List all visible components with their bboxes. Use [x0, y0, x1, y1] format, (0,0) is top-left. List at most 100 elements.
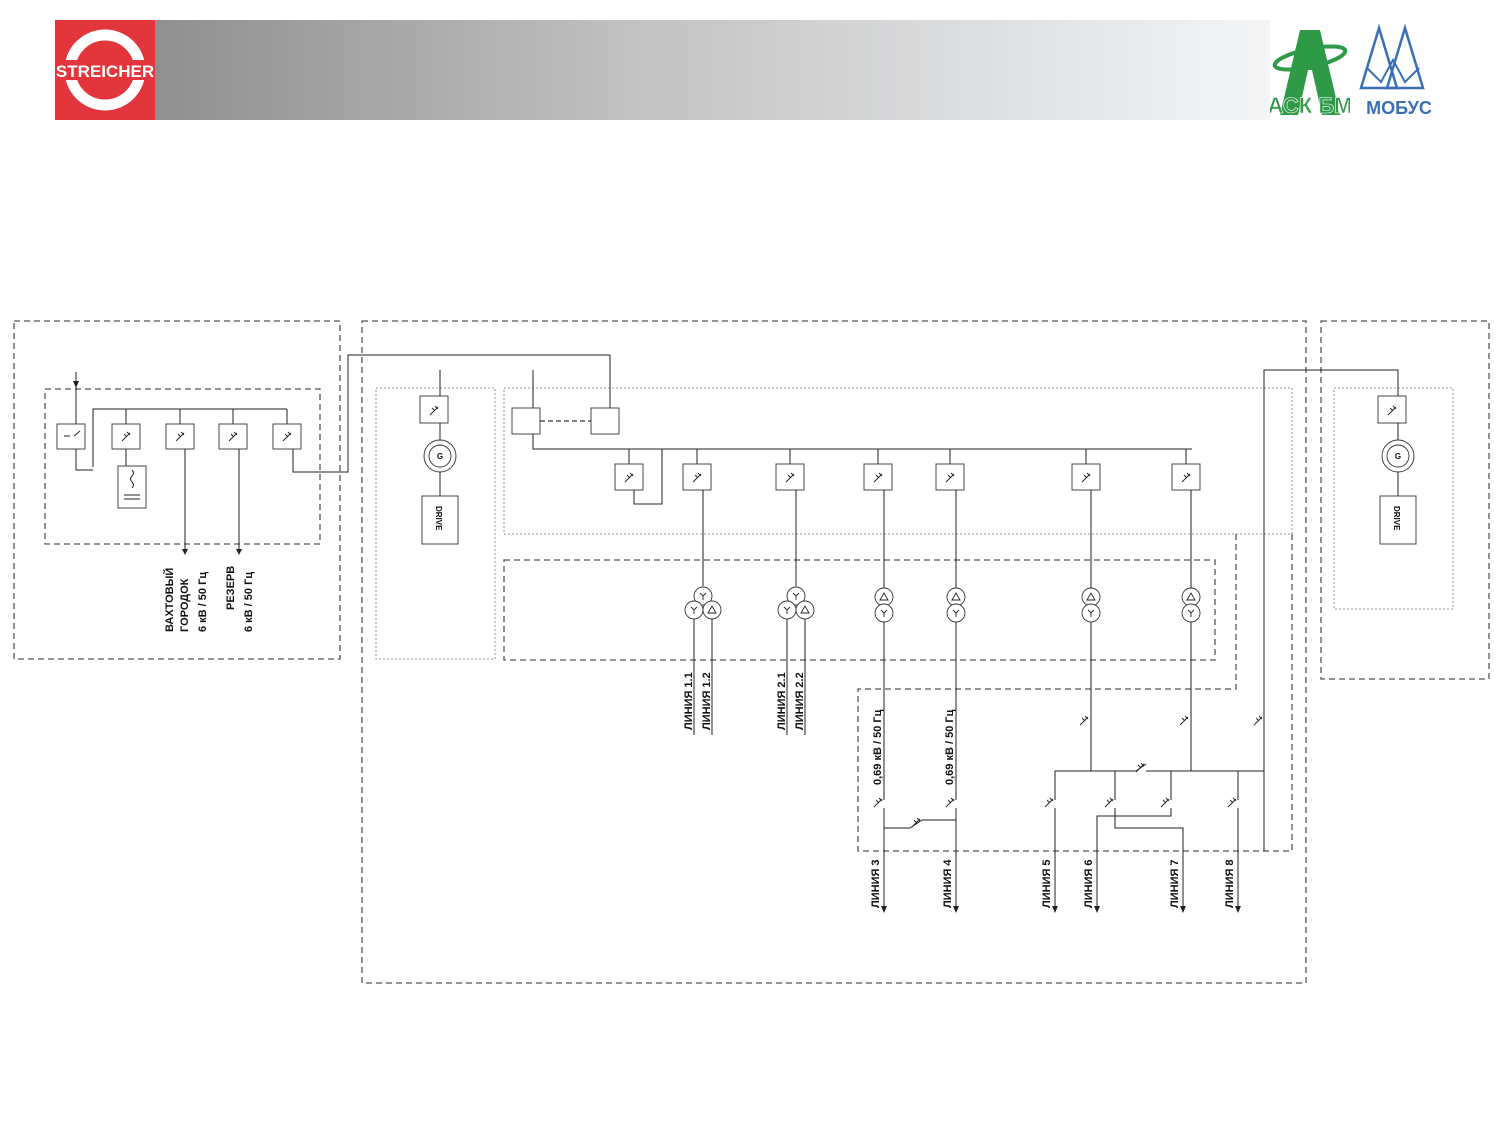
breaker-glyph — [911, 817, 921, 828]
breaker-glyph — [1081, 472, 1091, 483]
breaker-glyph — [1044, 797, 1054, 808]
arrow-l3 — [881, 906, 887, 913]
winding-symbols — [690, 592, 1196, 617]
breaker-glyph — [624, 472, 634, 483]
streicher-logo-text: STREICHER — [56, 62, 154, 81]
label-line-2-2: ЛИНИЯ 2.2 — [794, 672, 806, 730]
breaker-glyph — [945, 797, 955, 808]
mobus-logo-text: МОБУС — [1366, 98, 1432, 118]
mobus-logo-graphic: МОБУС — [1359, 23, 1432, 118]
delta-winding-icon — [951, 592, 961, 601]
streicher-logo-graphic: STREICHER — [56, 29, 154, 111]
breaker-glyph — [1387, 405, 1397, 416]
header-gradient-band — [155, 20, 1270, 120]
gen-2-feed — [1263, 369, 1399, 851]
arrow-l6 — [1094, 906, 1100, 913]
wye-winding-icon — [1187, 609, 1195, 617]
drive-2-label: DRIVE — [1392, 506, 1401, 531]
label-line-2-1: ЛИНИЯ 2.1 — [776, 672, 788, 730]
bus-coupler-loop — [633, 449, 663, 505]
main-bus — [532, 434, 1192, 450]
generator-2-inner-ring — [1386, 444, 1410, 468]
wye-winding-icon — [880, 609, 888, 617]
breaker-box — [165, 423, 195, 450]
wye-winding-icon — [792, 592, 800, 600]
breaker-glyph — [945, 472, 955, 483]
breaker-glyph — [121, 431, 131, 442]
breaker-glyph — [1079, 715, 1089, 726]
main-disconnector-1 — [511, 407, 541, 435]
feeder-2-arrow — [236, 549, 242, 555]
disconnector-mark-b — [73, 430, 81, 437]
lv-cross-6 — [1096, 808, 1172, 908]
main-disconnector-2 — [590, 407, 620, 435]
breaker-glyph — [1104, 797, 1114, 808]
breaker-glyph — [1253, 715, 1263, 726]
label-line-4: ЛИНИЯ 4 — [942, 859, 954, 908]
transformer-three-winding-1 — [684, 586, 722, 620]
wye-winding-icon — [690, 606, 698, 614]
breaker-glyph — [1135, 762, 1145, 773]
label-lv-3: 0,69 кВ / 50 Гц — [872, 709, 884, 785]
wye-winding-icon — [783, 606, 791, 614]
bus-link — [75, 449, 93, 471]
breaker-glyph — [692, 472, 702, 483]
breaker-glyph — [429, 405, 439, 416]
label-line-1-1: ЛИНИЯ 1.1 — [683, 672, 695, 730]
generator-2-label: G — [1395, 452, 1401, 461]
label-line-6: ЛИНИЯ 6 — [1083, 859, 1095, 908]
feeder-1-arrow — [182, 549, 188, 555]
lv-tie-3-4 — [884, 819, 956, 829]
generator-1-inner-ring — [428, 444, 452, 468]
section-right-frame — [1320, 320, 1490, 680]
feeder-1-label-line-2: ГОРОДОК — [179, 578, 191, 632]
header-bar: STREICHER АСК БМ МОБУС — [55, 20, 1445, 120]
feeder-1-label-line-1: ВАХТОВЫЙ — [163, 568, 176, 632]
inductor-coil — [130, 469, 134, 489]
lv-switchgear-frame — [857, 534, 1293, 852]
label-line-8: ЛИНИЯ 8 — [1224, 859, 1236, 908]
switchgear-main-frame — [503, 387, 1293, 535]
section-left-frame — [13, 320, 341, 660]
breaker-glyph — [785, 472, 795, 483]
label-line-3: ЛИНИЯ 3 — [870, 859, 882, 908]
delta-winding-icon — [800, 605, 810, 614]
breaker-glyph — [873, 472, 883, 483]
label-line-5: ЛИНИЯ 5 — [1041, 859, 1053, 908]
feeder-2-label-line-1: РЕЗЕРВ — [225, 566, 237, 610]
bus-6kv — [92, 408, 287, 467]
disconnector-box — [56, 423, 86, 450]
label-line-1-2: ЛИНИЯ 1.2 — [701, 672, 713, 730]
wye-winding-icon — [952, 609, 960, 617]
feeder-2-label-line-2: 6 кВ / 50 Гц — [243, 572, 255, 632]
incoming-arrow — [73, 381, 79, 388]
section-center-frame — [361, 320, 1307, 984]
arrow-l5 — [1052, 906, 1058, 913]
breaker-glyph — [1181, 472, 1191, 483]
lv-cross-7 — [1114, 808, 1184, 908]
breaker-glyph — [175, 431, 185, 442]
ask-bm-logo-text: АСК БМ — [1270, 93, 1350, 118]
breaker-glyph — [1160, 797, 1170, 808]
label-line-7: ЛИНИЯ 7 — [1169, 859, 1181, 908]
breaker-glyph — [1179, 715, 1189, 726]
arrow-l7 — [1180, 906, 1186, 913]
ask-bm-logo-graphic: АСК БМ — [1267, 30, 1353, 118]
breaker-glyph — [1227, 797, 1237, 808]
capacitor-box — [117, 465, 147, 509]
wye-winding-icon — [699, 592, 707, 600]
transformer-three-winding-2 — [777, 586, 815, 620]
arrow-l4 — [953, 906, 959, 913]
wye-winding-icon — [1087, 609, 1095, 617]
generator-1-label: G — [437, 452, 443, 461]
label-lv-4: 0,69 кВ / 50 Гц — [944, 709, 956, 785]
switchgear-6kv-frame — [44, 388, 321, 545]
delta-winding-icon — [879, 592, 889, 601]
outgoing-breaker — [682, 463, 712, 491]
ask-bm-logo: АСК БМ — [1267, 20, 1353, 120]
mobus-logo: МОБУС — [1353, 20, 1445, 120]
generator-2-frame — [1333, 387, 1454, 610]
delta-winding-icon — [707, 605, 717, 614]
breaker-glyph — [282, 431, 292, 442]
